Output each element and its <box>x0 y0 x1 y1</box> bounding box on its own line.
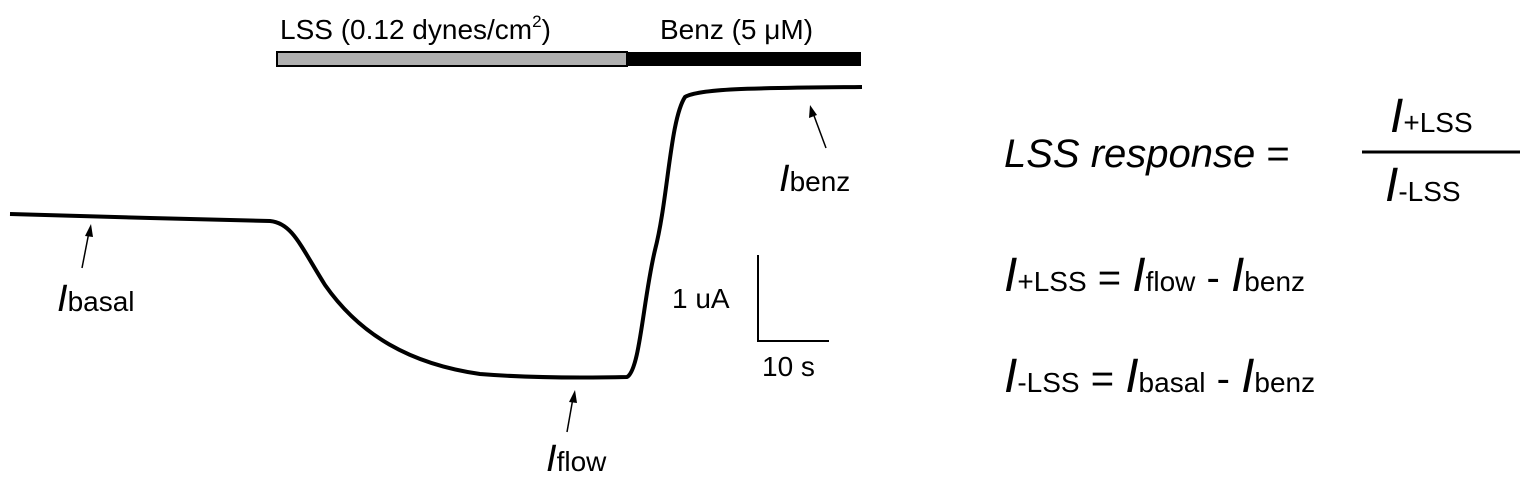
lss-condition-label: LSS (0.12 dynes/cm2) <box>280 12 551 45</box>
scale-x-label: 10 s <box>762 351 815 382</box>
equation-plus-lss: I+LSS = Iflow - Ibenz <box>1004 249 1306 302</box>
basal-arrow <box>81 231 90 269</box>
benz-condition-bar <box>627 52 861 66</box>
fraction-numerator: I+LSS <box>1390 90 1473 143</box>
current-trace <box>9 85 863 380</box>
annotation-benz: Ibenz <box>779 158 851 200</box>
benz-arrowhead <box>809 105 817 118</box>
benz-condition-label: Benz (5 μM) <box>660 14 814 45</box>
equation-lss-response: LSS response = <box>1004 132 1290 176</box>
basal-arrowhead <box>85 224 93 237</box>
flow-arrow <box>566 397 574 433</box>
scale-y-label: 1 uA <box>672 283 730 314</box>
lss-condition-bar <box>276 51 628 67</box>
benz-arrow <box>812 112 827 149</box>
annotation-basal: Ibasal <box>57 278 135 320</box>
annotation-flow: Iflow <box>546 438 607 480</box>
flow-arrowhead <box>569 390 577 403</box>
equation-minus-lss: I-LSS = Ibasal - Ibenz <box>1004 350 1316 403</box>
fraction-denominator: I-LSS <box>1385 159 1461 212</box>
